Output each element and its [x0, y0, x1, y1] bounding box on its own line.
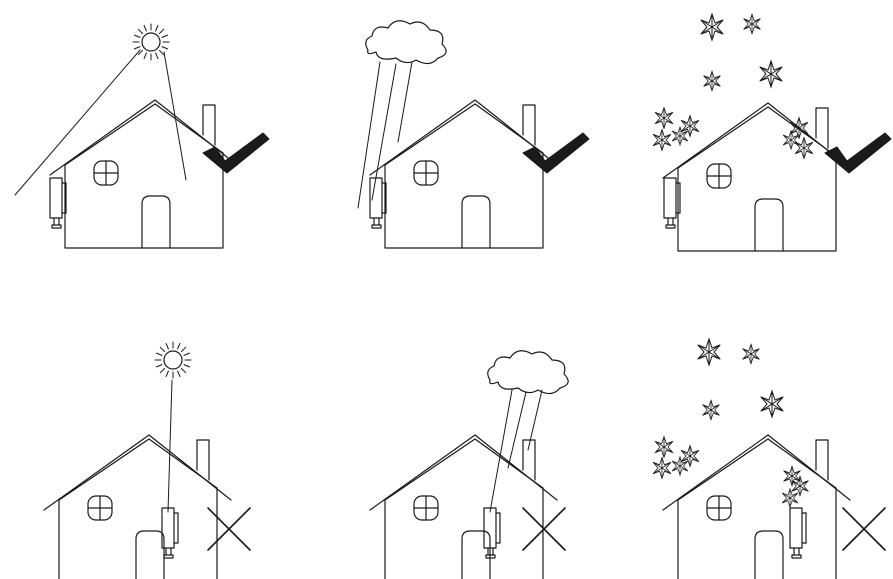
- sun-icon: [133, 24, 169, 60]
- panel-snow-correct: [653, 14, 891, 251]
- house-icon: [370, 100, 557, 248]
- house-icon: [370, 435, 557, 579]
- sun-icon: [155, 342, 191, 378]
- checkmark-icon: [825, 133, 891, 173]
- house-icon: [44, 435, 231, 579]
- snowflake-icon: [653, 339, 808, 507]
- panel-sun-correct: [15, 24, 269, 248]
- panel-snow-incorrect: [653, 339, 885, 579]
- panel-rain-correct: [358, 21, 589, 248]
- rain-lines: [490, 390, 542, 512]
- sun-ray-line: [168, 380, 172, 512]
- inverter-icon: [50, 178, 66, 228]
- cross-icon: [523, 508, 565, 550]
- inverter-icon: [370, 178, 386, 228]
- rain-cloud-icon: [488, 351, 568, 394]
- panel-rain-incorrect: [370, 351, 568, 579]
- checkmark-icon: [523, 133, 589, 173]
- snowflake-icon: [653, 14, 813, 158]
- cross-icon: [843, 508, 885, 550]
- sun-ray-line: [15, 50, 140, 195]
- inverter-icon: [484, 508, 500, 558]
- cross-icon: [208, 508, 250, 550]
- sun-ray-line: [164, 52, 186, 180]
- panel-sun-incorrect: [44, 342, 250, 579]
- rain-cloud-icon: [366, 21, 446, 64]
- checkmark-icon: [203, 133, 269, 173]
- inverter-icon: [790, 508, 806, 558]
